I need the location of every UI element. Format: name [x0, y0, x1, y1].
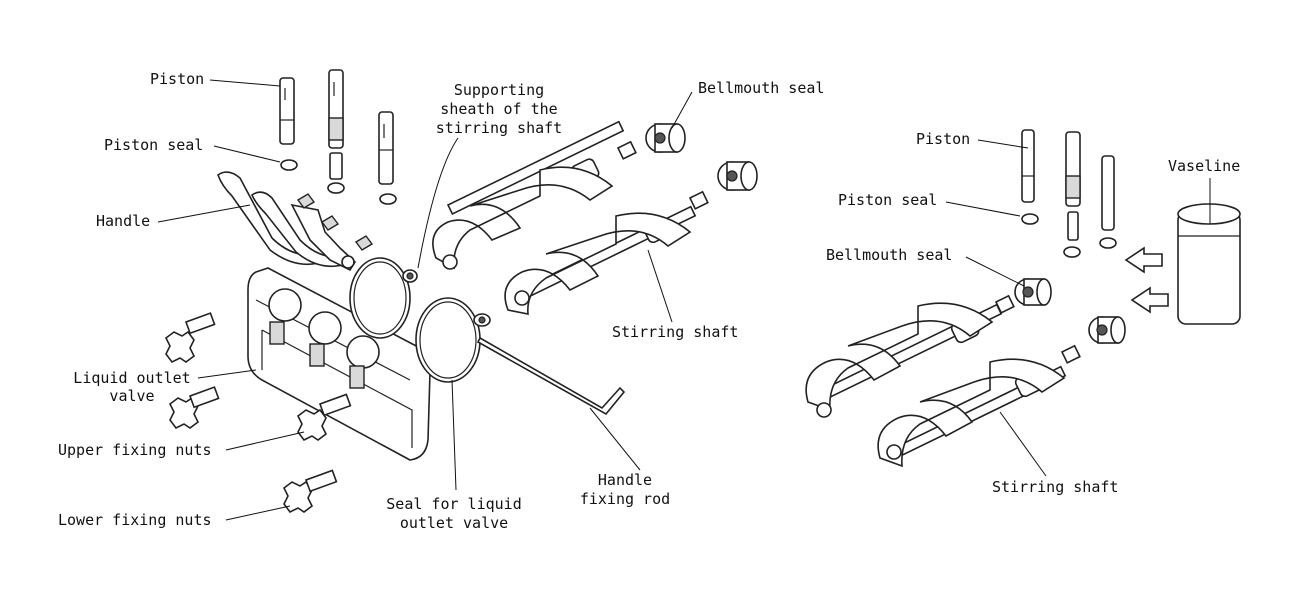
seal-for-outlet-valve-ring [415, 297, 481, 383]
piston-left-2 [327, 69, 345, 194]
label-piston-seal-left: Piston seal [104, 136, 204, 154]
label-lower-fixing-nuts: Lower fixing nuts [58, 511, 212, 529]
label-piston-left: Piston [150, 70, 205, 88]
arrow-upper [1124, 246, 1163, 274]
label-supporting-sheath-3: stirring shaft [435, 119, 563, 137]
label-handle-rod-2: fixing rod [579, 490, 671, 508]
label-seal-outlet-2: outlet valve [399, 514, 509, 532]
nut-1 [164, 312, 216, 364]
arrow-lower [1130, 286, 1169, 314]
handle-ring [349, 257, 411, 339]
label-handle-rod-1: Handle [597, 471, 653, 489]
label-liquid-outlet-valve-2: valve [109, 387, 155, 405]
label-piston-right: Piston [916, 130, 971, 148]
label-stirring-shaft-left: Stirring shaft [612, 323, 739, 341]
supporting-sheath [402, 269, 418, 283]
label-supporting-sheath-1: Supporting [453, 81, 545, 99]
piston-left-1 [279, 77, 298, 171]
label-upper-fixing-nuts: Upper fixing nuts [58, 441, 212, 459]
label-handle: Handle [96, 212, 151, 230]
vaseline-jar [1177, 203, 1241, 325]
label-piston-seal-right: Piston seal [838, 191, 938, 209]
bellmouth-seal-top-1 [645, 123, 686, 153]
label-bellmouth-seal-top: Bellmouth seal [698, 79, 825, 97]
small-bushing [473, 313, 491, 327]
label-stirring-shaft-right: Stirring shaft [992, 478, 1119, 496]
stirring-shaft-left-lower [504, 190, 709, 315]
nut-3 [296, 393, 352, 442]
bellmouth-seal-right-2 [1088, 316, 1126, 344]
liquid-outlet-valve-body [247, 267, 432, 461]
handles [217, 171, 374, 272]
handle-fixing-rod [476, 336, 626, 416]
nut-4 [282, 469, 338, 514]
nut-2 [168, 386, 220, 430]
bellmouth-seal-top-2 [717, 161, 758, 191]
label-bellmouth-seal-right: Bellmouth seal [826, 246, 953, 264]
leader-lines [157, 79, 1211, 521]
label-vaseline: Vaseline [1168, 157, 1241, 175]
piston-right-1 [1021, 129, 1039, 225]
piston-left-3 [378, 111, 397, 205]
label-liquid-outlet-valve-1: Liquid outlet [73, 369, 191, 387]
stirring-shaft-left-upper [432, 120, 637, 270]
bellmouth-seal-right-1 [1014, 278, 1052, 306]
label-supporting-sheath-2: sheath of the [440, 100, 558, 118]
piston-right-3 [1099, 155, 1117, 249]
label-seal-outlet-1: Seal for liquid [386, 495, 522, 513]
stirring-shaft-right-upper [805, 294, 1015, 418]
piston-right-2 [1063, 131, 1081, 258]
stirring-shaft-right-lower [877, 344, 1081, 468]
